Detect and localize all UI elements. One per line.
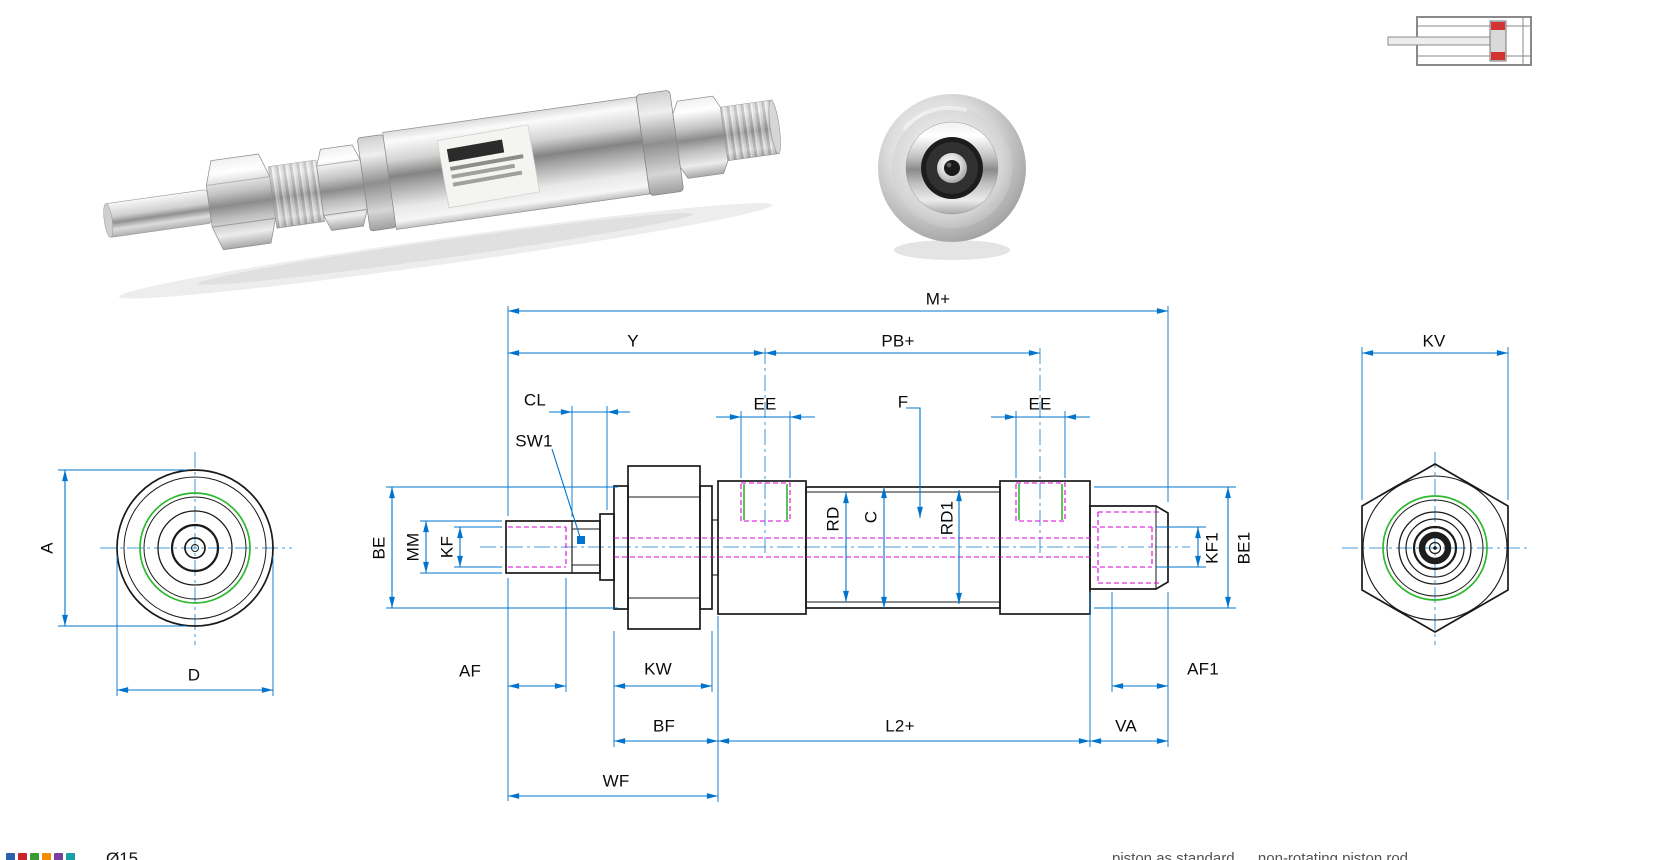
hidden-lines xyxy=(508,482,1162,584)
dim-label-kf: KF xyxy=(437,535,457,559)
leader-lines xyxy=(551,407,923,544)
dim-label-sw1: SW1 xyxy=(515,431,553,451)
dim-label-pb-plus: PB+ xyxy=(881,331,915,351)
dimension-lines xyxy=(62,308,1508,799)
dim-label-va: VA xyxy=(1115,716,1137,736)
center-lines xyxy=(100,348,1528,645)
dim-label-bf: BF xyxy=(652,716,676,736)
dim-label-a: A xyxy=(37,542,57,554)
dim-label-cl: CL xyxy=(523,390,547,410)
thread-accents-green xyxy=(743,484,1063,520)
double-acting-cylinder-symbol-icon xyxy=(1387,16,1532,66)
dim-label-wf: WF xyxy=(602,771,630,791)
dim-label-l2-plus: L2+ xyxy=(885,716,915,736)
dim-label-f: F xyxy=(897,392,909,412)
dim-label-kf1: KF1 xyxy=(1202,532,1222,564)
product-photo-cylinder xyxy=(103,90,781,299)
footer-text-left: Ø15 xyxy=(106,849,139,860)
dim-label-d: D xyxy=(187,665,201,685)
footer-text-right: piston as standard … non-rotating piston… xyxy=(1112,850,1428,860)
dim-label-be: BE xyxy=(369,536,389,560)
extension-lines xyxy=(58,306,1509,802)
product-label-sticker xyxy=(436,124,540,209)
footer-logo xyxy=(6,853,75,860)
right-end-view xyxy=(1361,463,1509,633)
dim-label-ee-right: EE xyxy=(1028,394,1052,414)
dim-label-af: AF xyxy=(458,661,482,681)
dim-label-ee-left: EE xyxy=(753,394,777,414)
dim-label-kw: KW xyxy=(644,659,672,679)
dim-label-mm: MM xyxy=(403,532,423,562)
product-photo-end-view xyxy=(878,94,1026,260)
dim-label-c: C xyxy=(861,510,881,524)
dim-label-kv: KV xyxy=(1422,331,1446,351)
dim-label-m-plus: M+ xyxy=(925,289,951,309)
dim-label-af1: AF1 xyxy=(1187,659,1219,679)
footer: Ø15 piston as standard … non-rotating pi… xyxy=(0,846,1673,860)
left-end-view xyxy=(116,469,274,627)
side-view-outline xyxy=(505,465,1169,630)
dim-label-y: Y xyxy=(627,331,639,351)
dim-label-rd1: RD1 xyxy=(937,500,957,536)
dim-label-rd: RD xyxy=(823,506,843,532)
dim-label-be1: BE1 xyxy=(1234,531,1254,565)
